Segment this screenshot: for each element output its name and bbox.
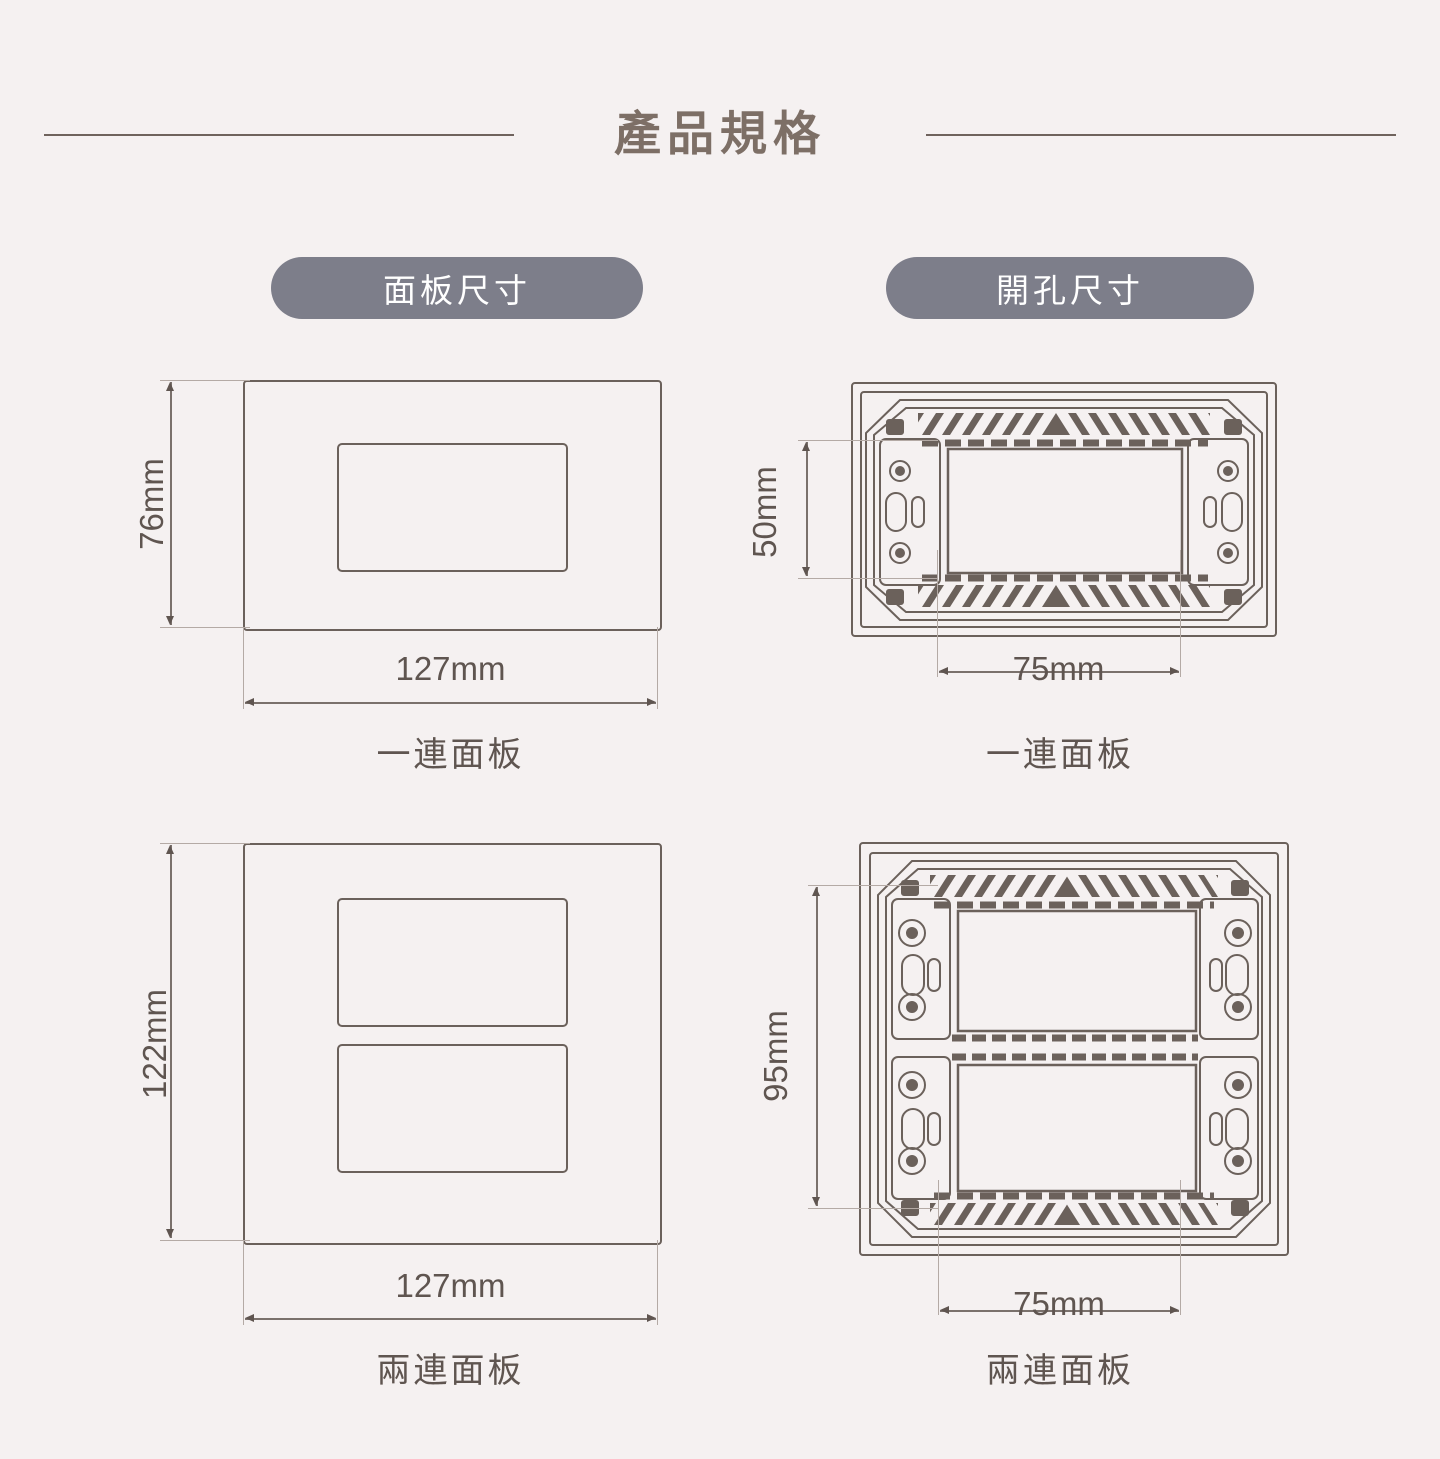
hole-opening-double-upper — [956, 909, 1198, 1033]
title-rule-right — [926, 134, 1396, 136]
mount-plate-left-lower-double — [891, 1056, 951, 1216]
ext-line-bottom-hole-single — [798, 578, 938, 580]
arrow-right-width-hole-double — [1170, 1306, 1179, 1314]
ext-line-left-hole-single — [937, 550, 939, 677]
hatch-band-bottom-double — [922, 1192, 1230, 1225]
hatch-band-top — [910, 413, 1222, 447]
ext-line-bottom-hole-double — [808, 1208, 938, 1210]
caption-hole-double: 兩連面板 — [986, 1352, 1134, 1390]
arrow-left-width-hole-double — [940, 1306, 949, 1314]
ext-line-top-single — [160, 380, 250, 382]
hole-box-single-drawing — [851, 382, 1277, 637]
arrow-left-width-double — [245, 1314, 254, 1322]
ext-line-right-hole-double — [1180, 1180, 1182, 1315]
dim-width-single: 127mm — [395, 650, 506, 687]
arrow-down-height-single — [166, 616, 174, 625]
arrow-up-height-hole-single — [802, 442, 810, 451]
hole-box-double-drawing — [859, 842, 1289, 1256]
dim-height-hole-double: 95mm — [757, 1010, 794, 1102]
ext-line-right-double — [657, 1240, 659, 1325]
arrow-right-width-single — [647, 698, 656, 706]
page-title: 產品規格 — [614, 108, 826, 161]
dim-width-double: 127mm — [395, 1267, 506, 1304]
panel-cutout-single — [337, 443, 568, 572]
dim-line-height-double — [170, 845, 172, 1238]
ext-line-right-hole-single — [1180, 550, 1182, 677]
arrow-down-height-hole-double — [812, 1197, 820, 1206]
dim-width-hole-single: 75mm — [1012, 650, 1105, 687]
dim-height-single: 76mm — [133, 458, 170, 550]
caption-hole-single: 一連面板 — [986, 736, 1134, 774]
mount-plate-right-single — [1187, 419, 1249, 605]
ext-line-top-hole-double — [808, 885, 938, 887]
dim-line-width-single — [245, 702, 656, 704]
arrow-down-height-double — [166, 1229, 174, 1238]
arrow-up-height-double — [166, 845, 174, 854]
arrow-right-width-double — [647, 1314, 656, 1322]
arrow-up-height-hole-double — [812, 887, 820, 896]
section-pill-panel-size-label: 面板尺寸 — [383, 272, 531, 309]
ext-line-left-double — [243, 1240, 245, 1325]
dim-line-width-double — [245, 1318, 656, 1320]
ext-line-right-single — [657, 627, 659, 709]
arrow-up-height-single — [166, 382, 174, 391]
arrow-right-width-hole-single — [1170, 667, 1179, 675]
dim-line-height-hole-single — [806, 442, 808, 576]
arrow-left-width-single — [245, 698, 254, 706]
ext-line-bottom-double — [160, 1240, 250, 1242]
hole-opening-single — [946, 447, 1184, 575]
hole-divider-double — [952, 1034, 1198, 1061]
mount-plate-right-lower-double — [1199, 1056, 1259, 1216]
page-title-row: 產品規格 — [0, 95, 1440, 175]
diagram-hole-double: 95mm 75mm 兩連面板 — [740, 830, 1320, 1390]
diagram-hole-single: 50mm 75mm 一連面板 — [740, 360, 1320, 790]
caption-panel-single: 一連面板 — [376, 736, 525, 774]
hole-opening-double-lower — [956, 1063, 1198, 1193]
hatch-band-bottom — [910, 574, 1222, 607]
diagram-panel-double: 122mm 127mm 兩連面板 — [120, 830, 700, 1390]
dim-height-double: 122mm — [136, 988, 173, 1100]
mount-plate-left-single — [879, 419, 941, 605]
ext-line-top-double — [160, 843, 250, 845]
caption-panel-double: 兩連面板 — [376, 1352, 525, 1390]
arrow-left-width-hole-single — [939, 667, 948, 675]
dim-line-width-hole-single — [939, 671, 1179, 673]
dim-width-hole-double: 75mm — [1013, 1285, 1105, 1322]
ext-line-left-hole-double — [938, 1180, 940, 1315]
title-rule-left — [44, 134, 514, 136]
arrow-down-height-hole-single — [802, 567, 810, 576]
panel-cutout-double-upper — [337, 898, 568, 1027]
dim-height-hole-single: 50mm — [746, 466, 783, 558]
panel-outline-double — [243, 843, 662, 1245]
panel-cutout-double-lower — [337, 1044, 568, 1173]
mount-plate-left-upper-double — [891, 880, 951, 1040]
panel-outline-single — [243, 380, 662, 631]
diagram-panel-single: 76mm 127mm 一連面板 — [120, 360, 700, 790]
mount-plate-right-upper-double — [1199, 880, 1259, 1040]
ext-line-left-single — [243, 627, 245, 709]
ext-line-top-hole-single — [798, 440, 938, 442]
dim-line-width-hole-double — [940, 1310, 1179, 1312]
dim-line-height-single — [170, 382, 172, 625]
section-pill-panel-size: 面板尺寸 — [271, 257, 643, 319]
ext-line-bottom-single — [160, 627, 250, 629]
hatch-band-top-double — [922, 875, 1230, 909]
dim-line-height-hole-double — [816, 887, 818, 1206]
section-pill-hole-size: 開孔尺寸 — [886, 257, 1254, 319]
section-pill-hole-size-label: 開孔尺寸 — [996, 272, 1144, 309]
